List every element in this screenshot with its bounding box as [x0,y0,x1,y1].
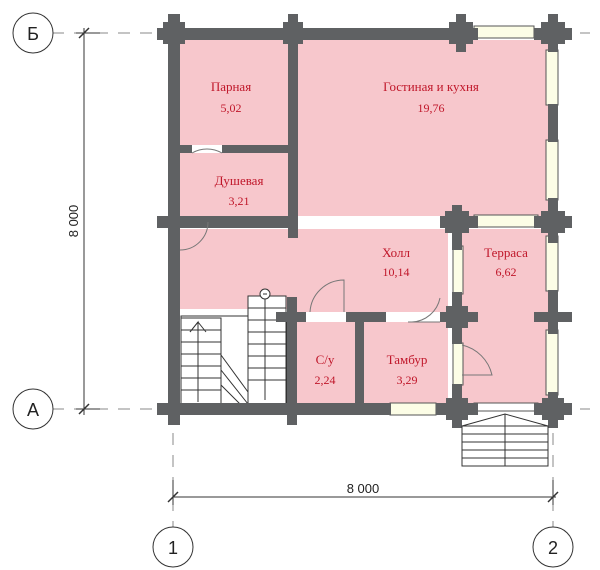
dimension-vertical: 8 000 [66,205,81,238]
axis-marker-1: 1 [152,526,194,568]
dimension-lines [76,27,559,505]
room-name-holl: Холл [382,245,410,260]
room-area-dushevaya: 3,21 [229,194,250,208]
room-fill-holl [180,229,448,309]
window-terrace-top [473,214,539,228]
room-area-terrasa: 6,62 [496,265,517,279]
staircase [180,288,288,405]
room-area-holl: 10,14 [383,265,410,279]
wall-top [173,28,473,40]
entrance-steps [461,413,549,467]
room-area-su: 2,24 [315,373,336,387]
axis-marker-a: А [12,388,54,430]
room-fill-gostinaya [296,40,548,216]
axis-marker-2: 2 [532,526,574,568]
door-terrasa [461,344,493,376]
room-name-terrasa: Терраса [484,245,528,260]
stair-flight-left [180,317,222,405]
wall-parnaya-gostinaya [288,28,298,233]
walls [157,14,572,428]
axis-label-a: А [27,400,39,420]
room-fill-dushevaya [180,150,290,222]
window-right-upper [545,49,559,106]
axis-label-1: 1 [168,538,178,558]
wall-su-tambur [355,312,364,408]
room-fill-su [295,320,355,405]
room-name-gostinaya: Гостиная и кухня [383,79,479,94]
room-area-parnaya: 5,02 [221,101,242,115]
axis-label-2: 2 [548,538,558,558]
room-area-gostinaya: 19,76 [418,101,445,115]
wall-stair-su [287,297,297,409]
window-top [473,25,535,39]
window-terrace-left [452,245,464,295]
door-su [309,279,345,313]
door-parnaya [191,148,223,154]
window-tambur-right [452,342,464,386]
doors [179,145,493,376]
room-name-dushevaya: Душевая [215,173,264,188]
window-right-mid [545,139,559,201]
terrace-opening [473,402,539,412]
room-area-tambur: 3,29 [397,373,418,387]
axis-label-b: Б [27,24,39,44]
axis-marker-b: Б [12,12,54,54]
wall-parnaya-dushevaya [222,145,292,153]
room-name-tambur: Тамбур [387,352,428,367]
door-dushevaya [179,221,209,251]
room-fill-tambur [362,320,448,405]
window-terrace-right-2 [545,329,559,396]
opening-gostinaya-holl [298,216,440,228]
window-bottom [389,402,437,416]
door-tambur [411,297,441,323]
room-fill-parnaya [180,40,290,150]
wall-su-top [346,312,386,322]
room-labels: Парная 5,02 Душевая 3,21 Гостиная и кухн… [211,79,528,387]
wall-dushevaya-holl [173,216,298,228]
log-posts [157,14,572,428]
room-name-parnaya: Парная [211,79,251,94]
room-fills [180,40,548,405]
dimension-horizontal: 8 000 [347,481,380,496]
window-terrace-right-1 [545,235,559,292]
room-name-su: С/у [316,352,335,367]
